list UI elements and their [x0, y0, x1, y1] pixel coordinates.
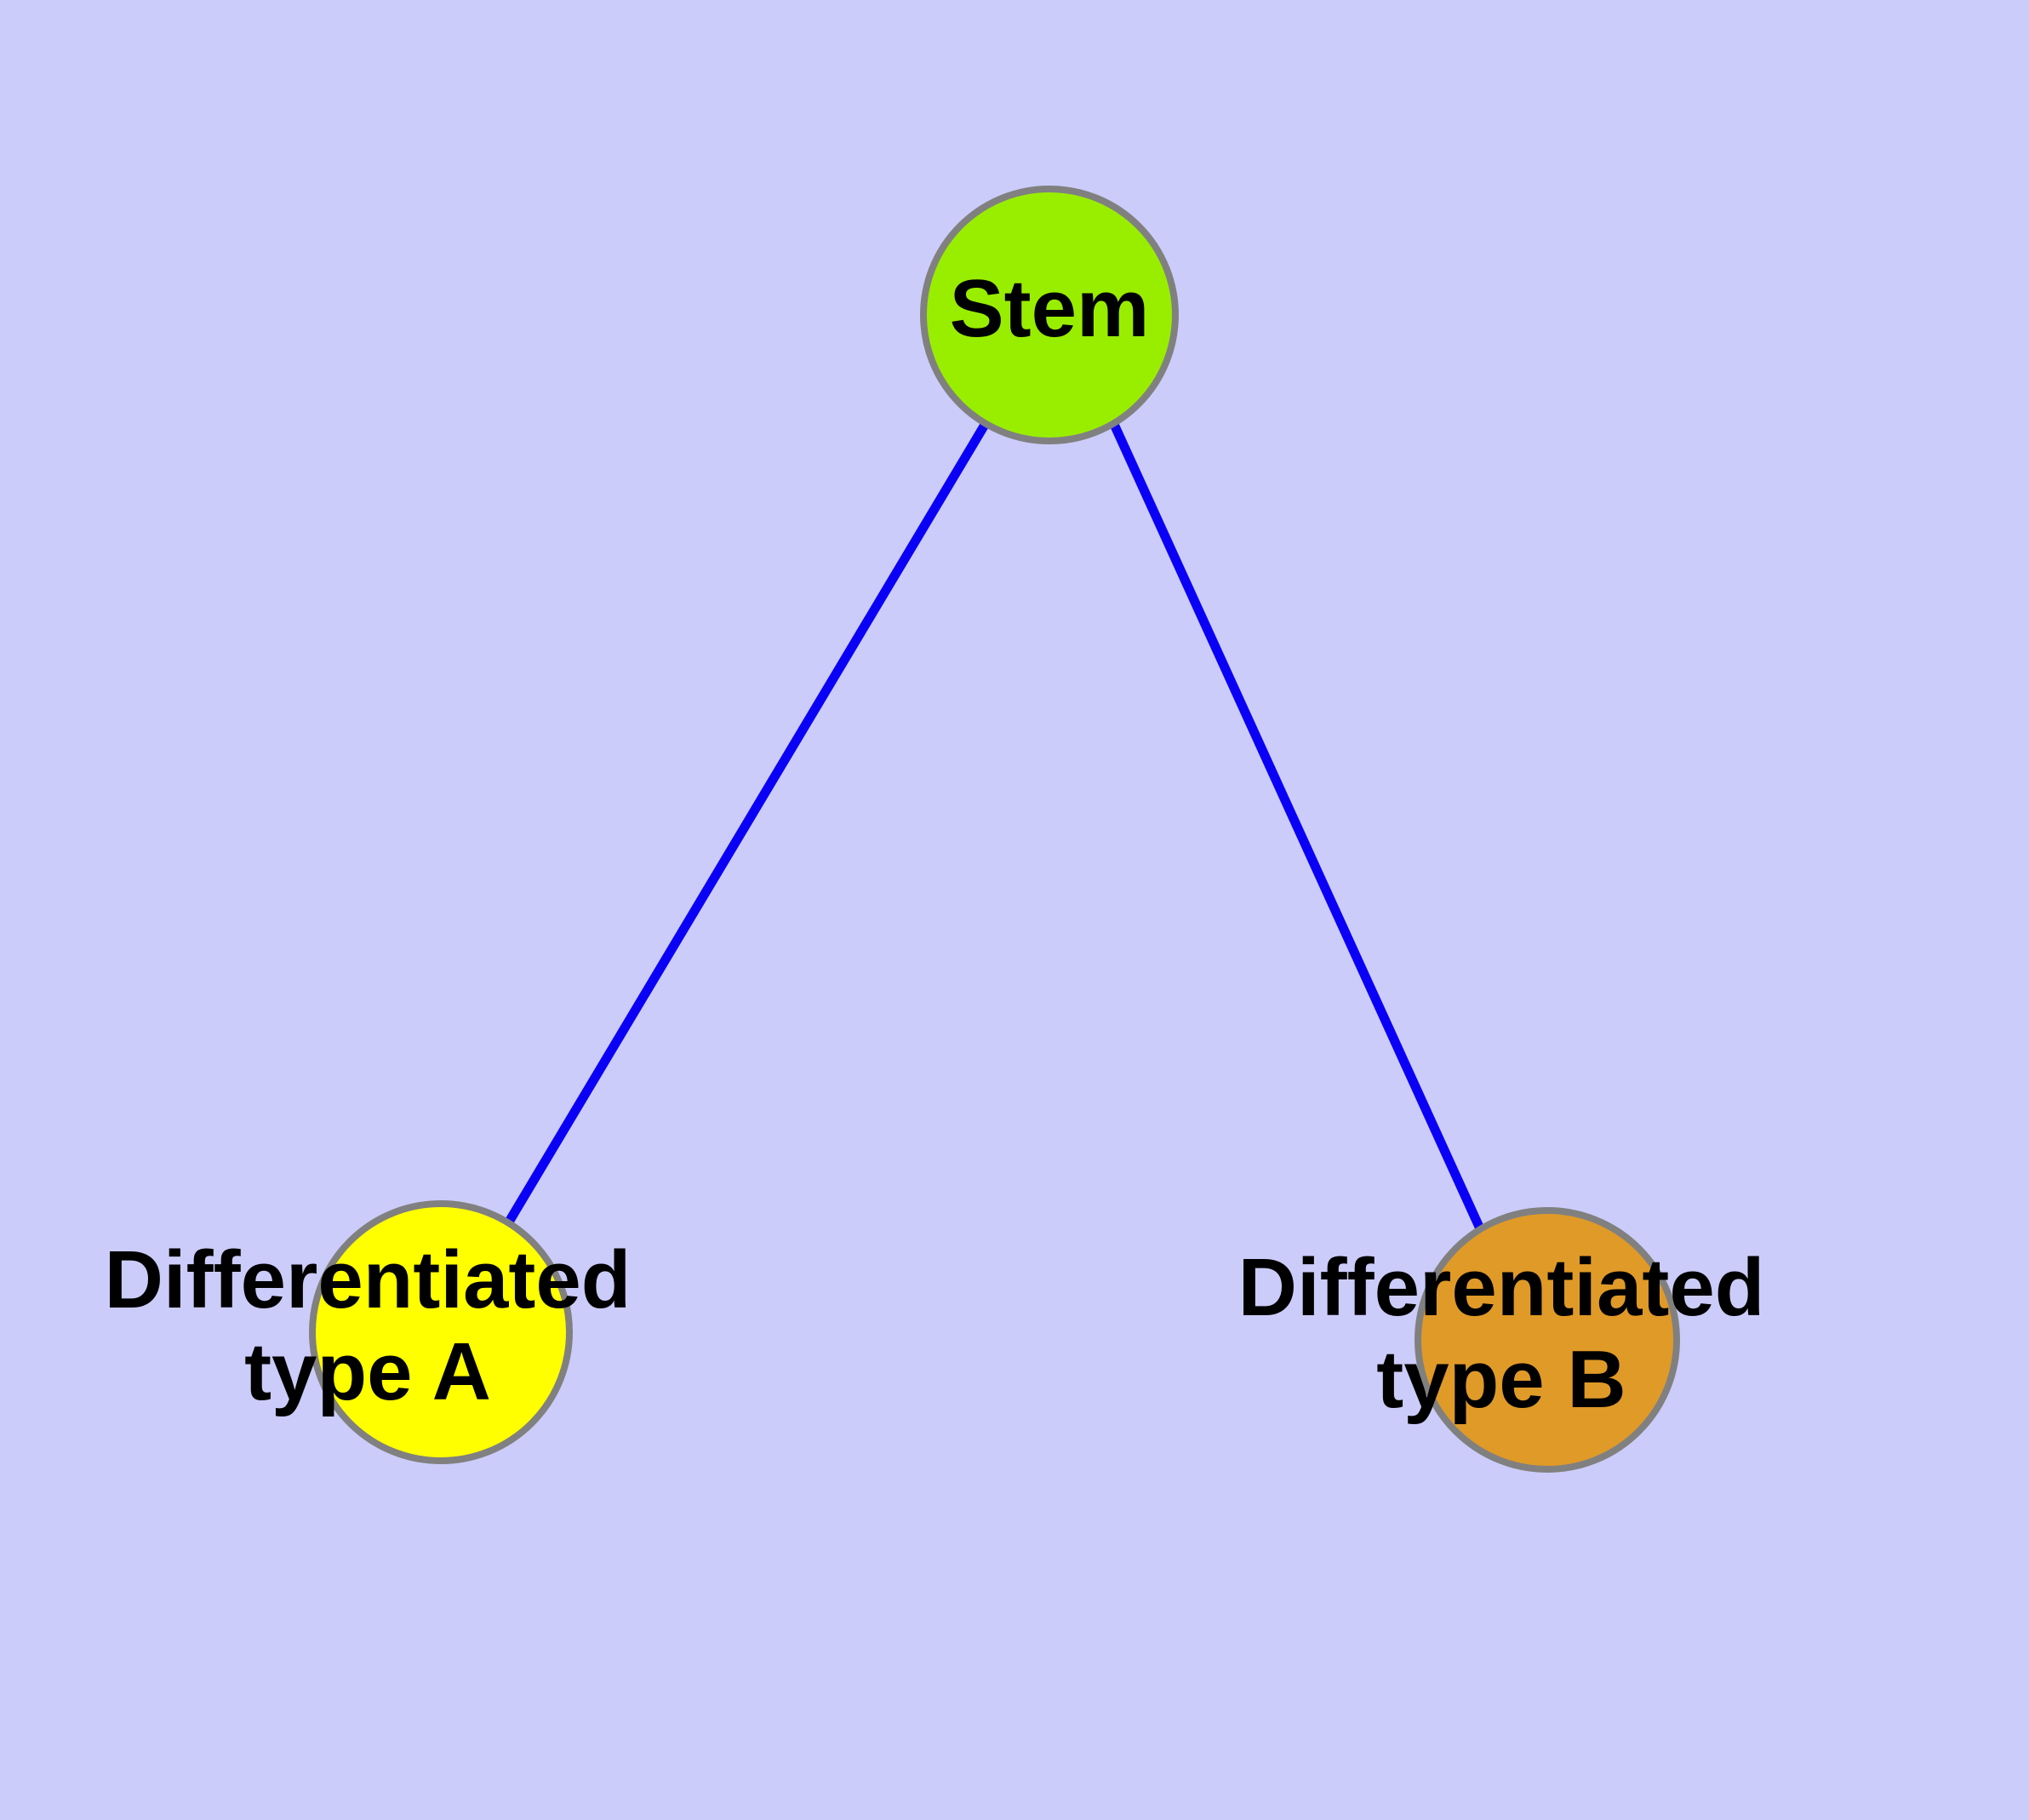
nodes-layer — [309, 186, 1680, 1473]
node-label-line: Differentiated — [1238, 1243, 1765, 1334]
node-label-stem: Stem — [950, 263, 1150, 354]
node-diff-a[interactable] — [309, 1200, 573, 1464]
node-label-line: type A — [244, 1326, 491, 1417]
node-label-line: type B — [1376, 1334, 1626, 1425]
node-label-line: Stem — [950, 263, 1150, 354]
edge-stem-diff-a[interactable] — [501, 418, 992, 1230]
node-stem[interactable] — [920, 186, 1179, 444]
edges-layer — [501, 418, 1488, 1237]
node-label-line: Differentiated — [105, 1235, 632, 1326]
edge-stem-diff-b[interactable] — [1107, 418, 1488, 1237]
node-diff-b[interactable] — [1415, 1207, 1680, 1473]
